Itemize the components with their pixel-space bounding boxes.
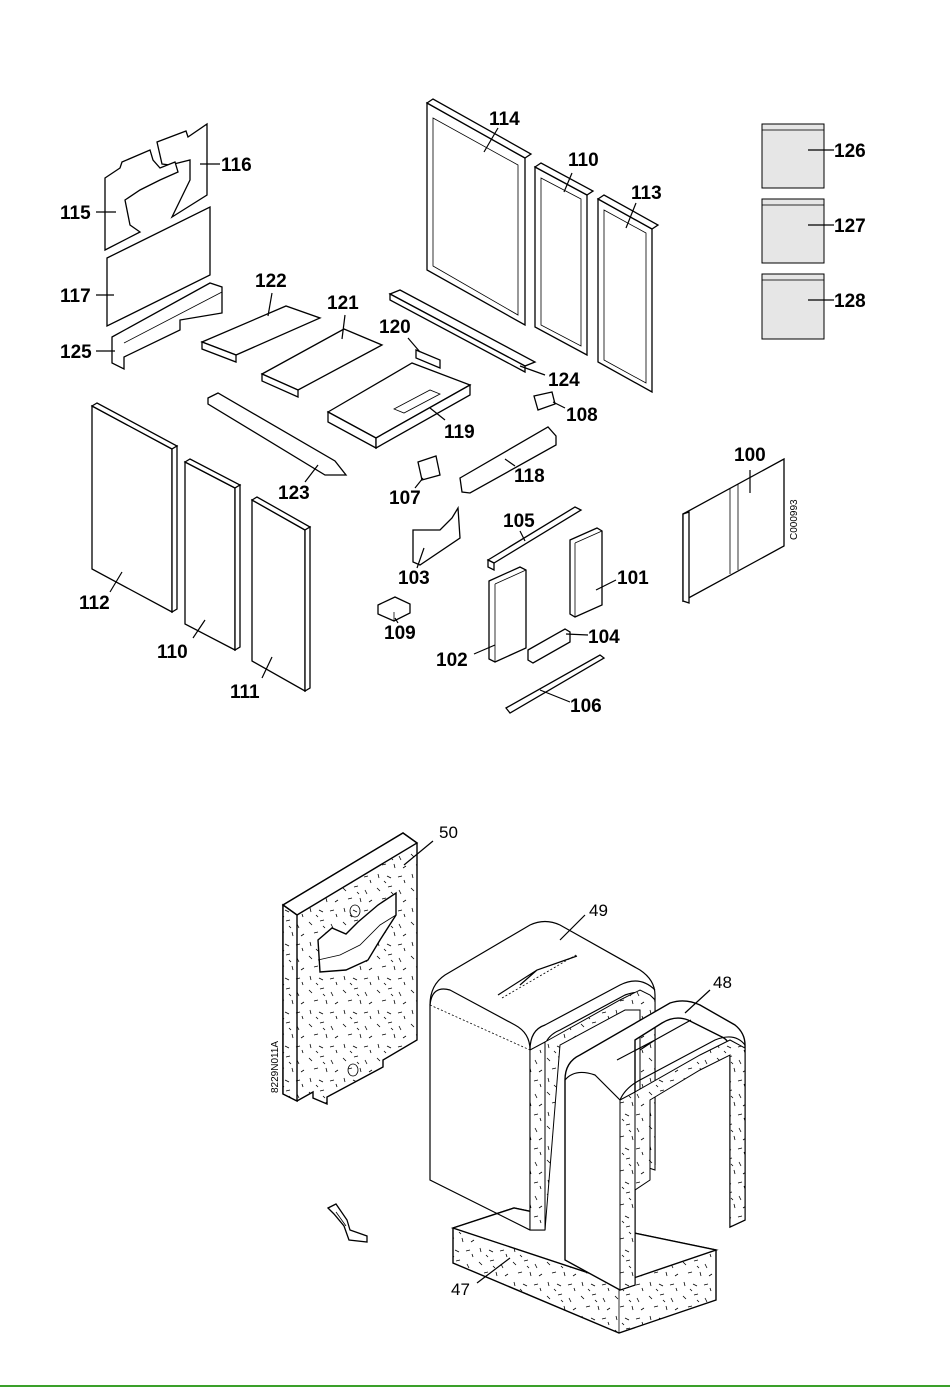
part-102-block: 102 bbox=[436, 567, 526, 671]
part-126-panel: 126 bbox=[762, 124, 866, 188]
label-49: 49 bbox=[589, 901, 608, 920]
label-100: 100 bbox=[734, 445, 766, 466]
part-109-box: 109 bbox=[378, 597, 416, 644]
diagram-code-top: C000993 bbox=[789, 499, 800, 540]
label-102: 102 bbox=[436, 650, 468, 671]
part-101-block: 101 bbox=[570, 528, 649, 617]
label-103: 103 bbox=[398, 568, 430, 589]
label-109: 109 bbox=[384, 623, 416, 644]
label-101: 101 bbox=[617, 568, 649, 589]
label-123: 123 bbox=[278, 483, 310, 504]
part-128-panel: 128 bbox=[762, 274, 866, 339]
part-119-tray: 119 bbox=[328, 363, 475, 448]
label-106: 106 bbox=[570, 696, 602, 717]
part-107-clip: 107 bbox=[389, 456, 440, 509]
bottom-exploded-view: 50 8229N011A 47 49 bbox=[270, 823, 745, 1333]
label-104: 104 bbox=[588, 627, 620, 648]
part-100-door: 100 C000993 bbox=[683, 445, 800, 603]
label-111: 111 bbox=[230, 682, 260, 703]
label-47: 47 bbox=[451, 1280, 470, 1299]
label-110-side: 110 bbox=[157, 642, 188, 663]
label-105: 105 bbox=[503, 511, 535, 532]
label-120: 120 bbox=[379, 317, 411, 338]
part-104-part: 104 bbox=[528, 627, 620, 663]
label-119: 119 bbox=[444, 422, 475, 443]
label-127: 127 bbox=[834, 216, 866, 237]
label-125: 125 bbox=[60, 342, 92, 363]
part-110-frame: 110 bbox=[535, 150, 599, 355]
part-113-frame: 113 bbox=[598, 183, 662, 392]
label-113: 113 bbox=[631, 183, 662, 204]
label-118: 118 bbox=[514, 466, 545, 487]
label-124: 124 bbox=[548, 370, 580, 391]
part-106-rail: 106 bbox=[506, 655, 604, 717]
part-122-tray: 122 bbox=[202, 271, 320, 362]
part-103-bracket: 103 bbox=[398, 508, 460, 589]
diagram-code-bottom: 8229N011A bbox=[270, 1041, 281, 1093]
label-48: 48 bbox=[713, 973, 732, 992]
label-121: 121 bbox=[327, 293, 359, 314]
part-114-frame: 114 bbox=[427, 99, 531, 325]
label-110-top: 110 bbox=[568, 150, 599, 171]
label-126: 126 bbox=[834, 141, 866, 162]
part-112-panel: 112 bbox=[79, 403, 177, 614]
label-108: 108 bbox=[566, 405, 598, 426]
label-128: 128 bbox=[834, 291, 866, 312]
top-exploded-view: 114 110 113 126 127 bbox=[60, 99, 866, 717]
label-116: 116 bbox=[221, 155, 252, 176]
part-111-panel: 111 bbox=[230, 497, 310, 703]
part-105-bar: 105 bbox=[488, 507, 581, 570]
label-112: 112 bbox=[79, 593, 110, 614]
part-108-clip: 108 bbox=[534, 392, 598, 426]
part-127-panel: 127 bbox=[762, 199, 866, 263]
label-50: 50 bbox=[439, 823, 458, 842]
label-117: 117 bbox=[60, 286, 91, 307]
label-122: 122 bbox=[255, 271, 287, 292]
small-clip-part bbox=[328, 1204, 367, 1242]
part-120-clip: 120 bbox=[379, 317, 440, 368]
label-114: 114 bbox=[489, 109, 520, 130]
bottom-rule bbox=[0, 1385, 950, 1387]
label-107: 107 bbox=[389, 488, 421, 509]
label-115: 115 bbox=[60, 203, 91, 224]
